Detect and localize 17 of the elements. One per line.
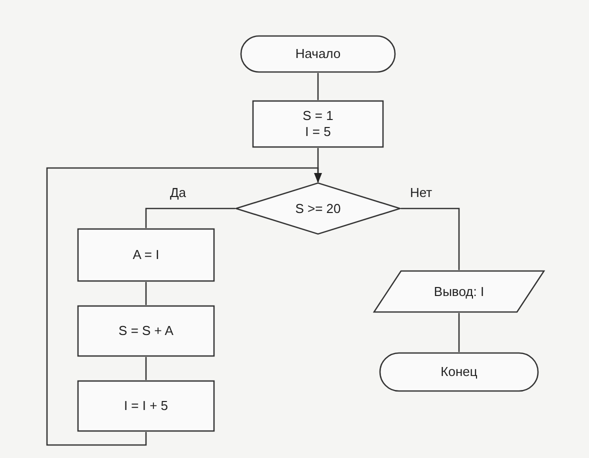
edge-label: Да — [168, 186, 188, 199]
process-box — [252, 100, 384, 148]
node-text: I = I + 5 — [124, 398, 168, 414]
node-text: Начало — [295, 46, 341, 62]
node-text: Конец — [440, 364, 478, 380]
process-box — [77, 228, 215, 282]
process-box — [77, 380, 215, 432]
node-text: S >= 20 — [295, 200, 341, 216]
process-box — [77, 305, 215, 357]
node-text: I = 5 — [305, 124, 331, 140]
node-text: S = S + A — [118, 323, 174, 339]
decision-diamond — [235, 182, 401, 235]
node-text: Вывод: I — [434, 284, 484, 300]
io-parallelogram — [373, 270, 545, 313]
edge-label: Нет — [408, 186, 434, 199]
node-text: S = 1 — [302, 108, 334, 124]
node-text: A = I — [132, 247, 160, 263]
